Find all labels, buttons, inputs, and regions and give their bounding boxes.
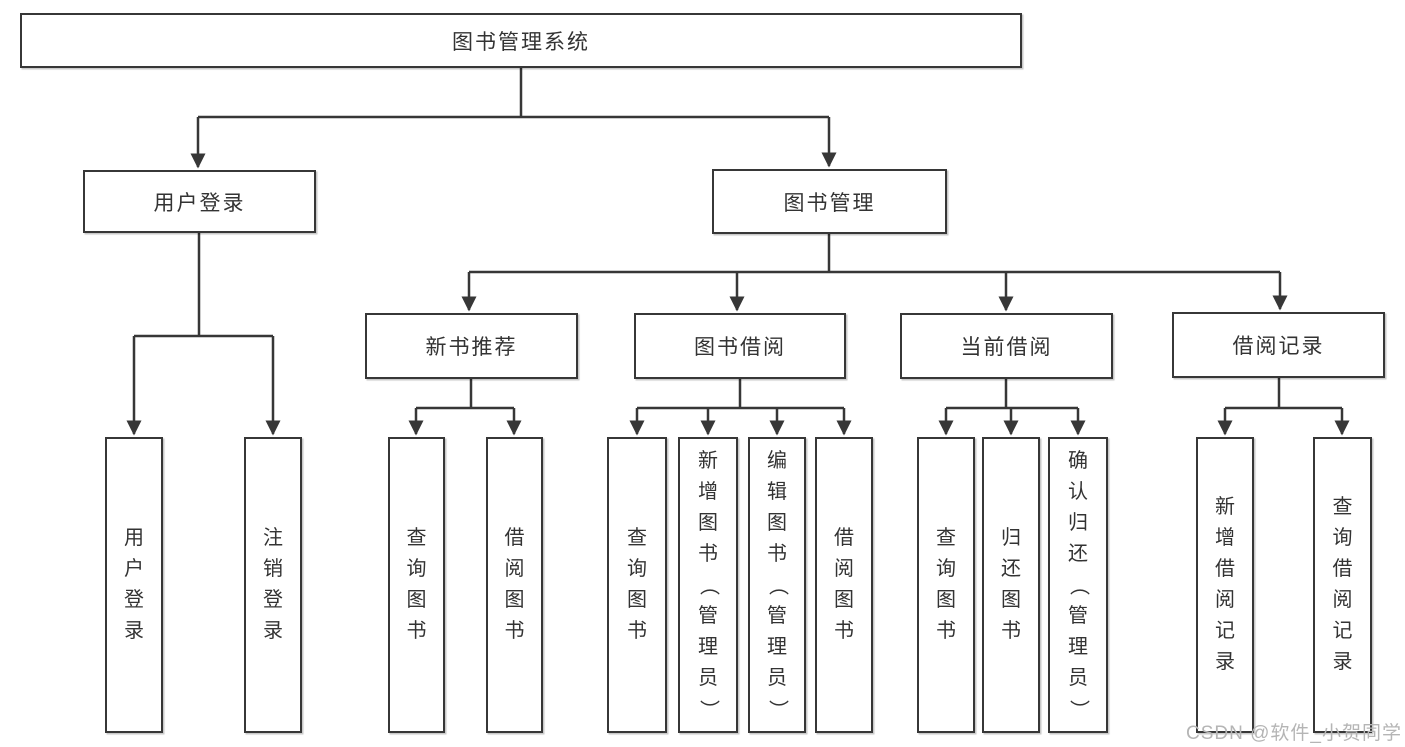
leaf-recommend-borrow-books-label: 借阅图书 xyxy=(504,527,525,642)
leaf-current-confirm-return-label: 确认归还（管理员） xyxy=(1067,449,1090,720)
leaf-borrow-add-books: 新增图书（管理员） xyxy=(678,437,738,733)
leaf-current-return-books: 归还图书 xyxy=(982,437,1040,733)
leaf-borrow-edit-books: 编辑图书（管理员） xyxy=(748,437,806,733)
node-root: 图书管理系统 xyxy=(20,13,1022,68)
leaf-borrow-edit-books-label: 编辑图书（管理员） xyxy=(766,449,789,720)
leaf-borrow-query-books-label: 查询图书 xyxy=(627,527,647,642)
leaf-user-login: 用户登录 xyxy=(105,437,163,733)
node-book-management: 图书管理 xyxy=(712,169,947,234)
leaf-current-return-books-label: 归还图书 xyxy=(1001,527,1021,642)
node-new-book-recommend: 新书推荐 xyxy=(365,313,578,379)
leaf-logout-label: 注销登录 xyxy=(263,527,283,642)
leaf-current-query-books-label: 查询图书 xyxy=(936,527,956,642)
node-borrow-records: 借阅记录 xyxy=(1172,312,1385,378)
leaf-borrow-add-books-label: 新增图书（管理员） xyxy=(697,449,720,720)
leaf-borrow-query-books: 查询图书 xyxy=(607,437,667,733)
leaf-recommend-borrow-books: 借阅图书 xyxy=(486,437,543,733)
watermark: CSDN @软件_小贺同学 xyxy=(1186,723,1402,744)
node-user-login: 用户登录 xyxy=(83,170,316,233)
leaf-records-add-record-label: 新增借阅记录 xyxy=(1215,496,1235,673)
leaf-records-query-record-label: 查询借阅记录 xyxy=(1332,496,1353,673)
leaf-borrow-borrow-books: 借阅图书 xyxy=(815,437,873,733)
leaf-current-confirm-return: 确认归还（管理员） xyxy=(1048,437,1108,733)
node-book-borrow: 图书借阅 xyxy=(634,313,846,379)
leaf-recommend-query-books-label: 查询图书 xyxy=(406,527,427,642)
leaf-current-query-books: 查询图书 xyxy=(917,437,975,733)
leaf-records-add-record: 新增借阅记录 xyxy=(1196,437,1254,733)
leaf-borrow-borrow-books-label: 借阅图书 xyxy=(834,527,854,642)
leaf-user-login-label: 用户登录 xyxy=(124,527,144,642)
node-current-borrow: 当前借阅 xyxy=(900,313,1113,379)
leaf-recommend-query-books: 查询图书 xyxy=(388,437,445,733)
leaf-records-query-record: 查询借阅记录 xyxy=(1313,437,1372,733)
leaf-logout: 注销登录 xyxy=(244,437,302,733)
